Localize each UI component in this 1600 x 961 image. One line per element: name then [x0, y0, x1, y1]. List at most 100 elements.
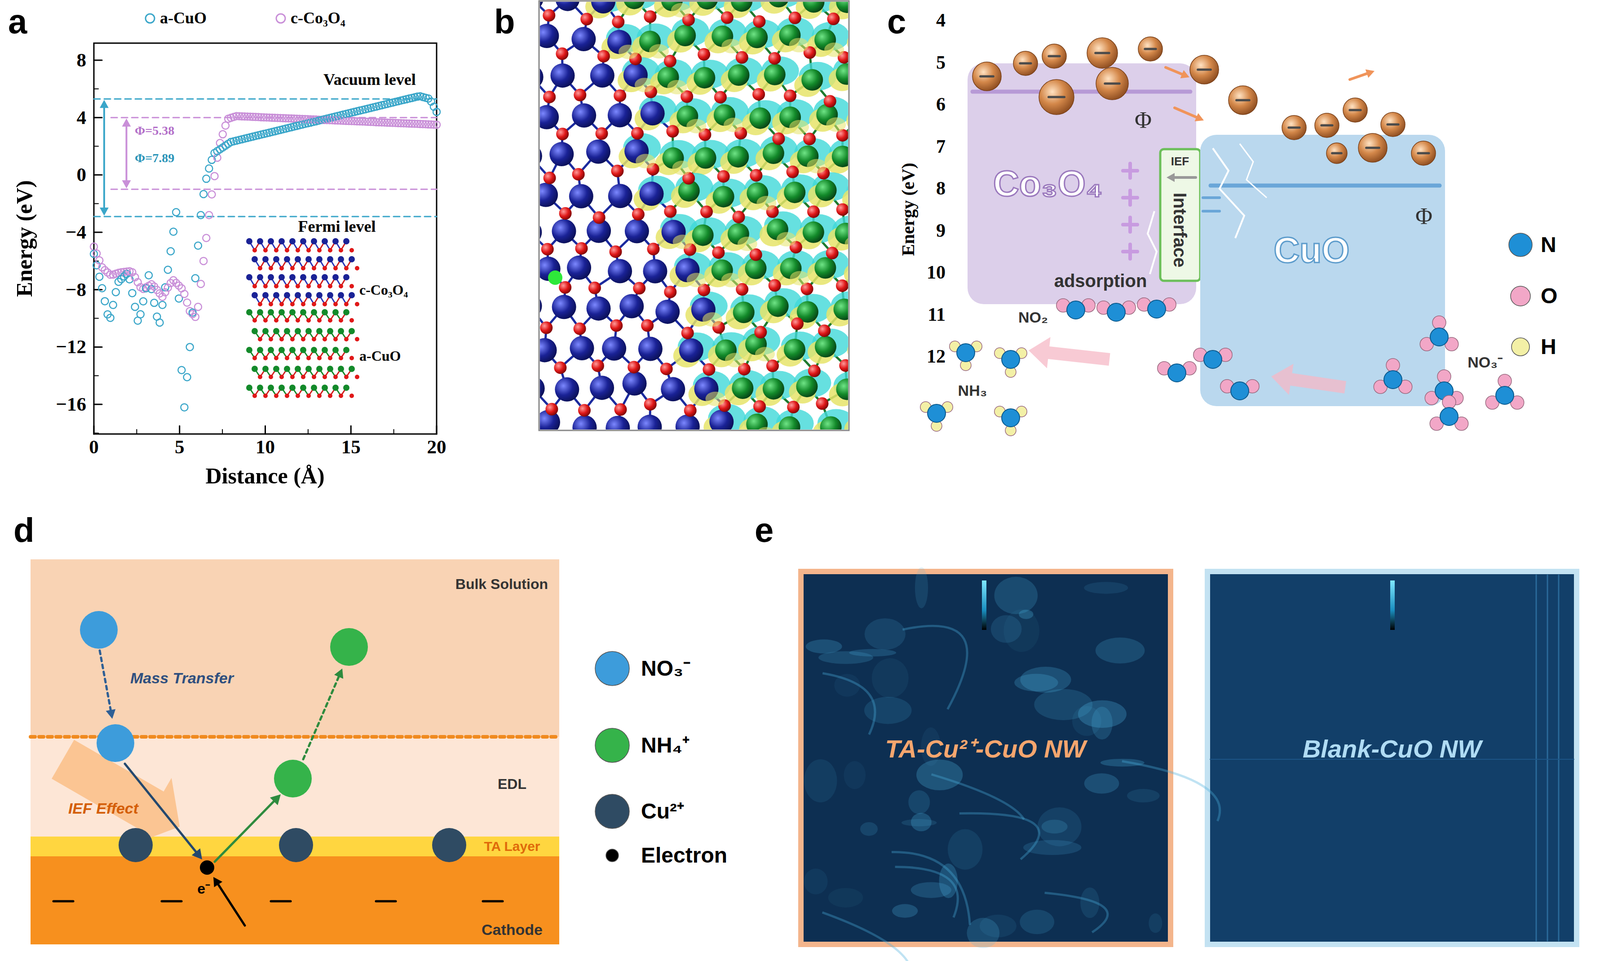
atom — [294, 327, 301, 335]
field-label: IEF — [1171, 154, 1189, 169]
atom — [273, 256, 280, 263]
solution-band-shape — [30, 559, 560, 737]
atom — [274, 283, 279, 289]
atom — [684, 404, 697, 417]
data-marker — [177, 366, 186, 374]
electron-sphere — [1087, 37, 1118, 69]
tick-label: 10 — [255, 435, 275, 458]
atom — [572, 167, 585, 181]
lightning — [1239, 143, 1267, 198]
minus-sign — [1144, 48, 1156, 51]
arrow-line — [1165, 67, 1184, 75]
fluorescence-spot — [805, 639, 843, 654]
atom — [337, 365, 345, 372]
data-marker — [199, 190, 208, 198]
molecule — [994, 347, 1027, 378]
atom — [552, 294, 577, 319]
fluorescence-spot — [1078, 700, 1127, 728]
fluorescence-fibre — [1122, 760, 1220, 821]
atom — [632, 207, 645, 221]
electron-sphere — [1314, 113, 1340, 138]
atom — [251, 256, 258, 263]
minus-sign — [1366, 146, 1380, 150]
atom — [290, 374, 295, 380]
fluorescence-spot — [1020, 666, 1071, 693]
atom — [349, 247, 354, 253]
data-marker — [205, 164, 213, 173]
atom — [1203, 350, 1222, 369]
atom — [823, 94, 837, 108]
isosurface — [649, 44, 669, 59]
atom — [814, 256, 836, 279]
molecule — [920, 401, 953, 432]
atom — [762, 377, 785, 400]
atom — [332, 346, 339, 354]
atom — [267, 384, 275, 391]
atom — [554, 377, 580, 402]
atom — [1386, 358, 1400, 372]
atom — [289, 309, 296, 316]
data-marker — [112, 288, 120, 296]
tick — [178, 425, 181, 434]
atom — [711, 246, 725, 259]
atom — [256, 384, 264, 391]
arrowhead — [99, 99, 109, 108]
fluorescence-spot — [908, 790, 930, 814]
tick — [93, 346, 102, 348]
atom — [762, 142, 785, 164]
arrow-line — [214, 800, 276, 862]
atom — [783, 338, 806, 361]
atom — [764, 63, 786, 86]
atom — [322, 336, 328, 342]
atom — [332, 238, 339, 245]
atom — [1383, 370, 1402, 389]
atom — [300, 265, 306, 271]
electron-sphere — [1411, 141, 1436, 166]
cathode-band-shape — [30, 856, 560, 945]
energy-level — [1210, 183, 1440, 188]
atom — [1001, 350, 1020, 369]
arrow-line — [303, 675, 340, 760]
arrowhead — [334, 668, 344, 679]
data-marker — [191, 313, 199, 321]
atom — [692, 224, 714, 246]
atom — [627, 360, 641, 374]
legend-swatch — [1511, 337, 1530, 356]
data-marker — [95, 273, 103, 281]
fluorescence-spot — [994, 576, 1039, 615]
molecule — [1096, 300, 1136, 322]
atom — [321, 384, 328, 391]
legend-text: O — [1540, 283, 1558, 309]
data-marker — [169, 228, 177, 236]
atom — [542, 8, 556, 22]
atom — [321, 346, 328, 354]
atom — [317, 393, 322, 398]
tick-label: 11 — [927, 303, 946, 325]
atom — [767, 295, 789, 317]
minor-tick — [93, 318, 99, 319]
data-marker — [137, 310, 145, 319]
electron-sphere — [972, 61, 1002, 91]
atom — [820, 416, 842, 430]
electron-sphere — [1042, 44, 1067, 69]
atom — [295, 393, 301, 398]
isosurface — [776, 232, 797, 247]
minor-tick — [93, 145, 99, 147]
atom — [749, 168, 763, 182]
tick — [93, 403, 102, 406]
atom — [343, 384, 350, 391]
atom — [283, 291, 291, 299]
atom — [570, 335, 595, 361]
tick-label: 12 — [926, 345, 946, 367]
atom — [268, 265, 274, 271]
process-label: adsorption — [1054, 270, 1148, 292]
atom — [566, 255, 592, 280]
arrow-line — [99, 650, 111, 712]
atom — [246, 346, 253, 354]
atom — [338, 393, 344, 398]
isosurface — [806, 159, 827, 174]
isosurface — [618, 44, 639, 59]
micrograph-panel-shape — [1207, 571, 1577, 945]
atom — [786, 165, 800, 179]
tick-label: −16 — [55, 393, 87, 416]
